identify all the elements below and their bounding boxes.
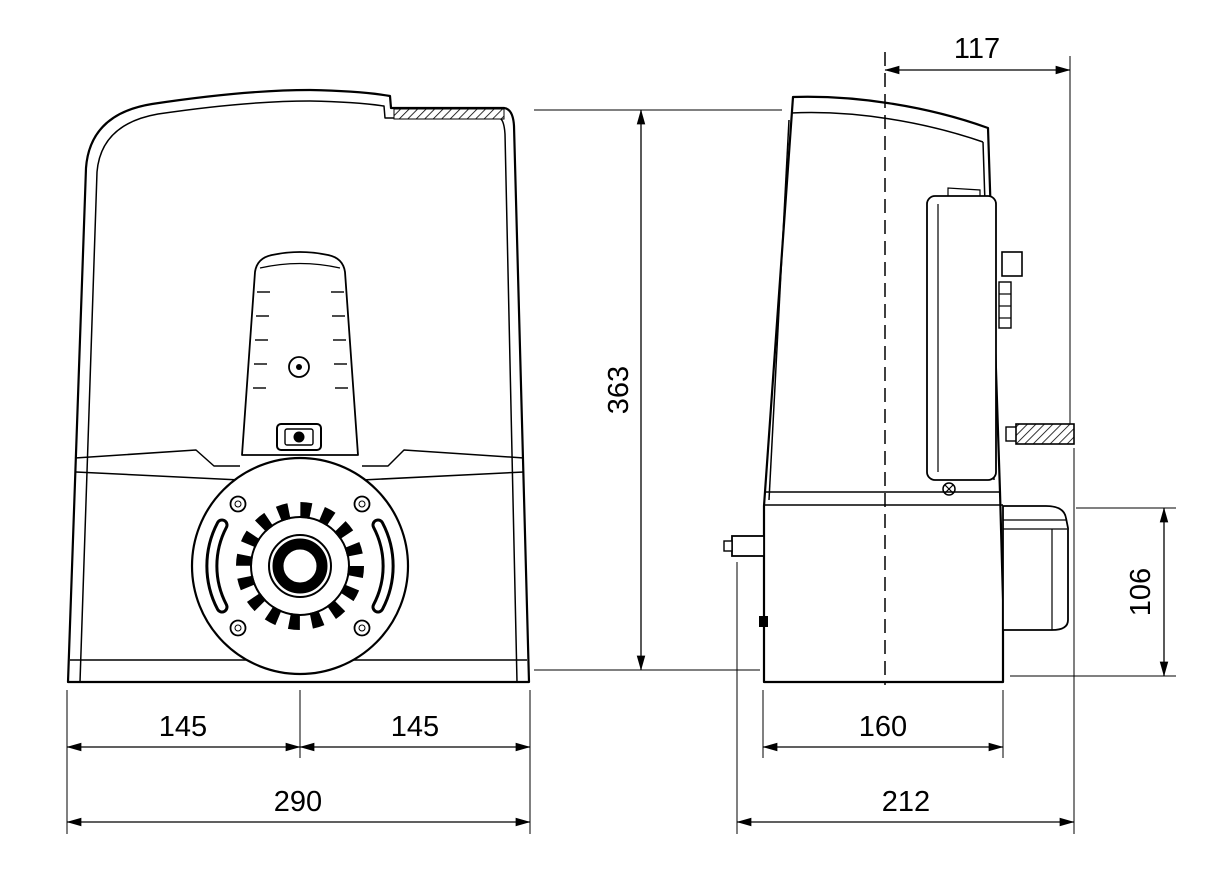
top-vent-slot — [393, 108, 505, 120]
dimension-160: 160 — [762, 690, 1004, 758]
plate-slot-left — [205, 518, 229, 614]
front-mid-seam-left-2 — [75, 471, 241, 481]
dim-label-106: 106 — [1125, 568, 1157, 616]
panel-vent-ticks — [253, 291, 348, 389]
front-mid-seam-left — [74, 449, 240, 467]
release-lever — [723, 535, 768, 627]
panel-screw-center — [296, 364, 302, 370]
dim-label-145-left: 145 — [159, 711, 207, 743]
plate-screws — [229, 495, 371, 637]
side-view — [723, 52, 1075, 685]
front-mid-seam-right-2 — [361, 471, 525, 481]
dim-label-160: 160 — [859, 711, 907, 743]
dimension-212: 212 — [736, 448, 1075, 834]
dimension-363: 363 — [534, 109, 782, 671]
plate-slot-right — [371, 518, 395, 614]
dimension-145-left: 145 — [66, 690, 301, 834]
dimension-117: 117 — [884, 33, 1071, 424]
gear-rack — [1005, 423, 1075, 445]
front-view — [66, 88, 531, 684]
dim-label-117: 117 — [954, 33, 1000, 65]
side-cover-seam-top — [790, 111, 984, 143]
pinion-housing — [1002, 505, 1069, 631]
drive-gear — [236, 502, 364, 630]
gear-plate — [190, 456, 410, 676]
dim-label-145-right: 145 — [391, 711, 439, 743]
dim-label-290: 290 — [274, 786, 322, 818]
dimension-106: 106 — [1010, 507, 1176, 677]
dimension-145-right: 145 — [299, 690, 531, 834]
dim-label-363: 363 — [603, 366, 635, 414]
side-bracket — [1001, 251, 1023, 277]
side-door-panel — [926, 187, 997, 481]
front-mid-seam-right — [362, 449, 525, 467]
dim-label-212: 212 — [882, 786, 930, 818]
dimensions: 117 363 106 145 145 — [66, 33, 1176, 834]
release-latch — [276, 423, 322, 451]
cover-screw — [942, 482, 956, 496]
dimension-290: 290 — [66, 786, 531, 827]
release-panel — [241, 251, 359, 456]
side-cover-seam-left — [768, 119, 790, 501]
connector-fins — [998, 281, 1012, 329]
